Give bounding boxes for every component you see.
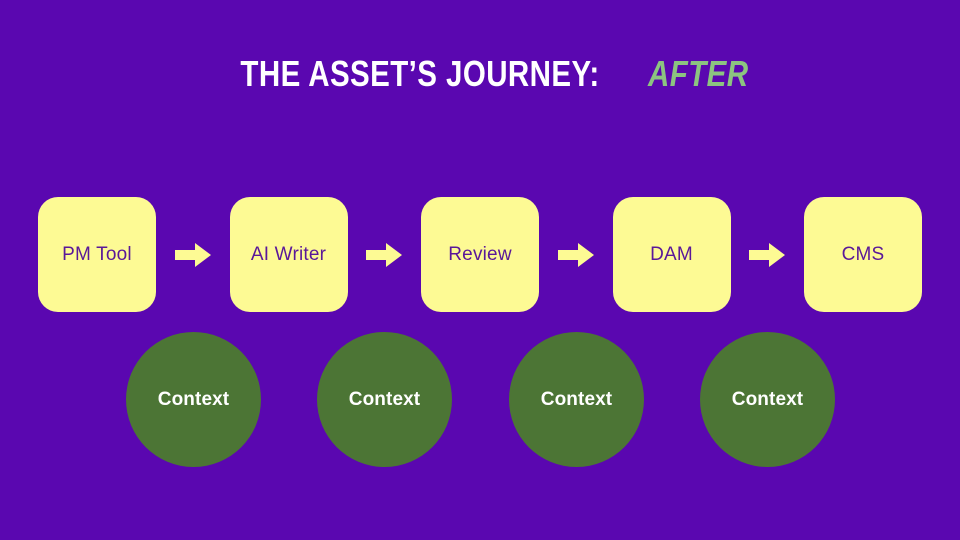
- page-title-accent: AFTER: [647, 53, 749, 94]
- stage-box-pm-tool[interactable]: PM Tool: [38, 197, 156, 312]
- context-circle-row: Context Context Context Context: [126, 332, 835, 467]
- stage-label: PM Tool: [62, 243, 132, 265]
- context-label: Context: [540, 388, 613, 410]
- context-circle[interactable]: Context: [509, 332, 644, 467]
- page-title-main: THE ASSET’S JOURNEY:: [240, 53, 600, 94]
- context-label: Context: [157, 388, 230, 410]
- page-title: THE ASSET’S JOURNEY: AFTER: [0, 56, 960, 92]
- stage-label: Review: [448, 243, 512, 265]
- context-circle[interactable]: Context: [126, 332, 261, 467]
- context-circle[interactable]: Context: [700, 332, 835, 467]
- workflow-flow-row: PM Tool AI Writer Review DAM CMS: [38, 197, 922, 312]
- context-circle[interactable]: Context: [317, 332, 452, 467]
- context-label: Context: [348, 388, 421, 410]
- stage-box-ai-writer[interactable]: AI Writer: [229, 197, 348, 312]
- arrow-right-icon: [174, 242, 211, 267]
- stage-box-dam[interactable]: DAM: [612, 197, 731, 312]
- context-label: Context: [731, 388, 804, 410]
- stage-box-review[interactable]: Review: [421, 197, 539, 312]
- stage-label: AI Writer: [250, 243, 327, 265]
- stage-box-cms[interactable]: CMS: [804, 197, 922, 312]
- arrow-right-icon: [557, 242, 594, 267]
- arrow-right-icon: [749, 242, 786, 267]
- stage-label: CMS: [841, 243, 885, 265]
- stage-label: DAM: [650, 243, 693, 265]
- arrow-right-icon: [366, 242, 403, 267]
